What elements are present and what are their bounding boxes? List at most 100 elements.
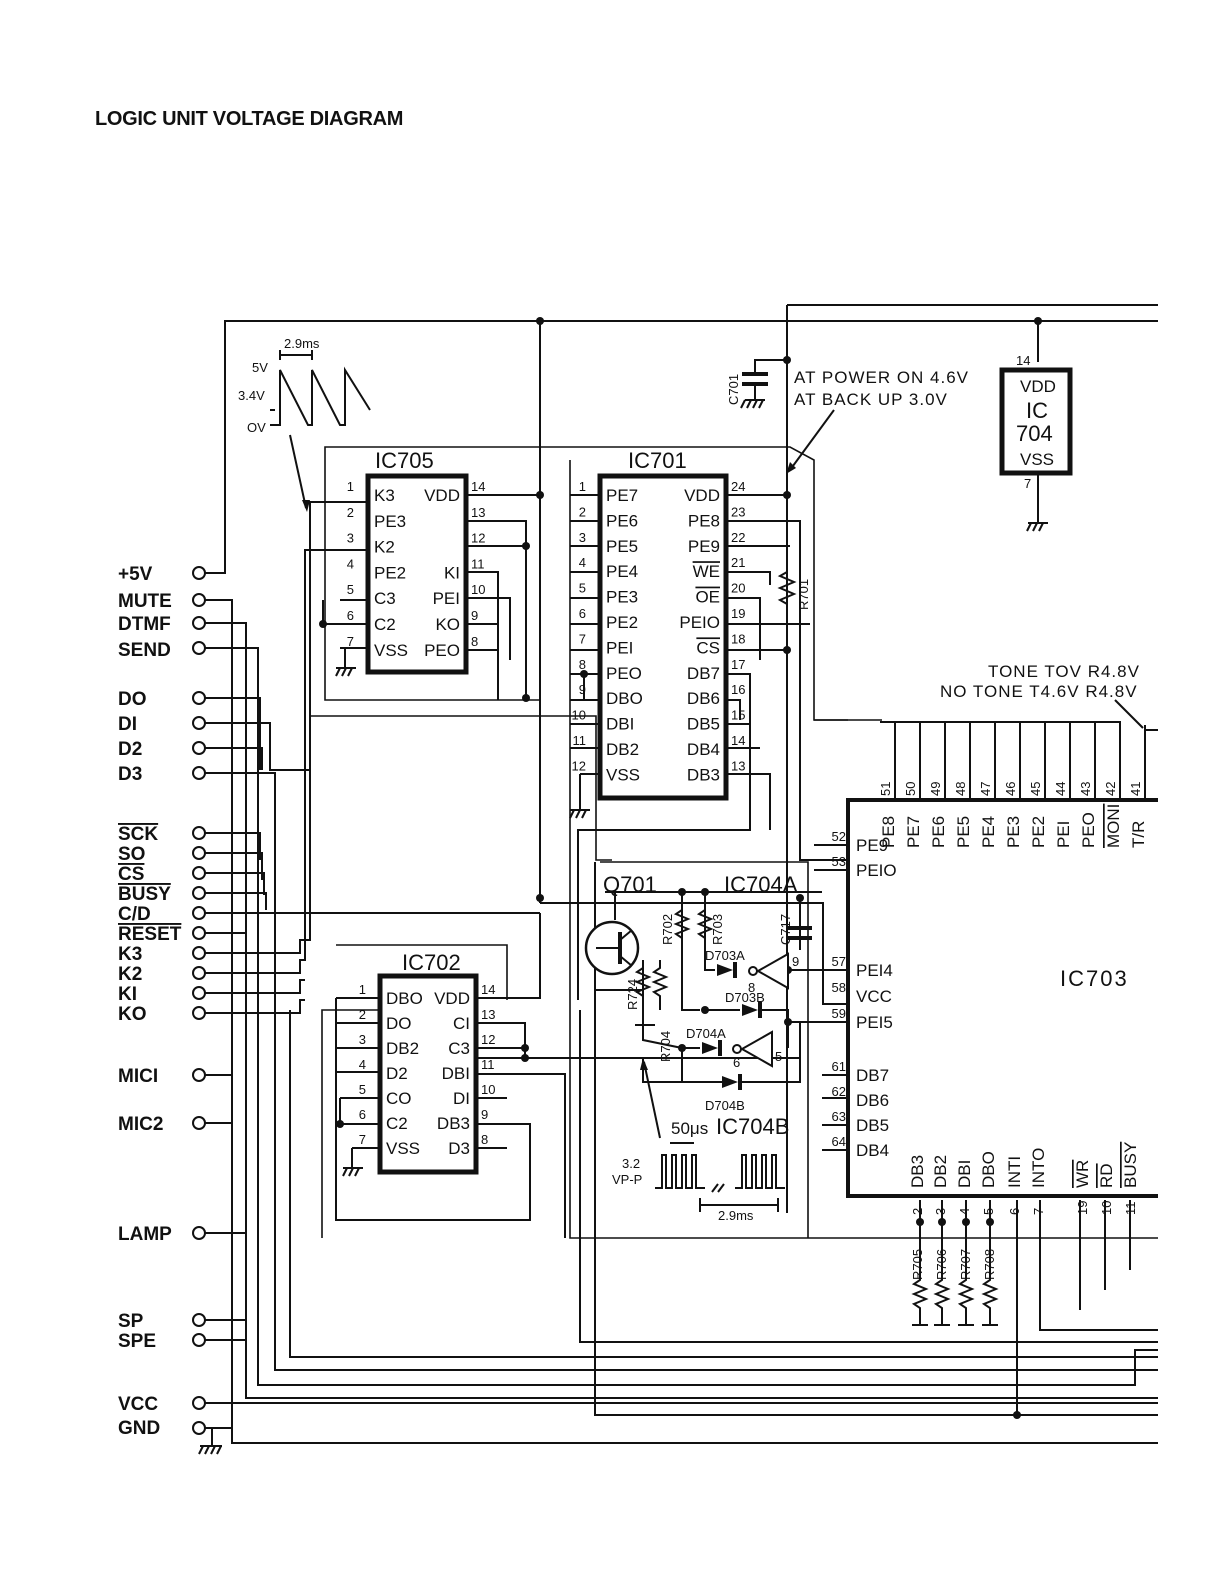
connector-mic2: MIC2 (118, 1114, 206, 1135)
ic705-pin-label: VSS (374, 641, 408, 660)
svg-text:C/D: C/D (118, 904, 151, 925)
ic701-pin-label: PE6 (606, 511, 638, 530)
ic705-pin-label: KI (444, 563, 460, 582)
connector-mute: MUTE (118, 591, 206, 612)
ic702-pin-label: VDD (434, 989, 470, 1008)
ic702-pin-number: 14 (481, 982, 495, 997)
connector-lamp: LAMP (118, 1224, 206, 1245)
ic701-pin-number: 17 (731, 657, 745, 672)
svg-text:K2: K2 (118, 964, 142, 985)
ic702-pin-number: 13 (481, 1007, 495, 1022)
ic705-pin-label: VDD (424, 486, 460, 505)
svg-text:D704B: D704B (705, 1098, 745, 1113)
ic703-pin-label: DB7 (856, 1066, 889, 1085)
ic701-pin-number: 12 (572, 758, 586, 773)
ic701-pin-label: DBI (606, 715, 634, 734)
ic701-pin-label: VSS (606, 765, 640, 784)
ground-symbols (335, 399, 764, 1177)
ic703-pin-label: DB4 (856, 1141, 889, 1160)
ic702-pin-label: CO (386, 1089, 412, 1108)
svg-text:SEND: SEND (118, 640, 171, 661)
svg-text:Q701: Q701 (603, 872, 657, 897)
ic701-pin-label: OE (695, 588, 720, 607)
ic701-pin-label: PEI (606, 638, 633, 657)
ic705-pin-number: 9 (471, 608, 478, 623)
svg-text:8: 8 (748, 980, 755, 995)
ic703-pin-label: PE8 (879, 816, 898, 848)
ic702-pin-number: 3 (359, 1032, 366, 1047)
svg-text:2.9ms: 2.9ms (718, 1208, 754, 1223)
r705-resistor: R705 (910, 1249, 929, 1326)
connector-reset: RESET (118, 924, 206, 945)
ic703-pin-label: PE2 (1029, 816, 1048, 848)
q701-transistor: Q701 (584, 872, 657, 976)
ic703-pin-label: RD (1097, 1163, 1116, 1188)
ic705-pin-label: KO (435, 615, 460, 634)
connector-list: +5V MUTE DTMF SEND DO DI D2 D3 SCK SO CS… (118, 564, 222, 1455)
ic703-pin-number: 19 (1075, 1201, 1090, 1215)
svg-text:IC701: IC701 (628, 448, 687, 473)
svg-text:AT POWER ON 4.6V: AT POWER ON 4.6V (794, 368, 969, 387)
ic702-pin-number: 1 (359, 982, 366, 997)
ic701-pin-label: DBO (606, 689, 643, 708)
ic703-pin-number: 52 (832, 829, 846, 844)
svg-text:KO: KO (118, 1004, 147, 1025)
ic705-pin-number: 5 (347, 582, 354, 597)
ic705-pin-number: 6 (347, 608, 354, 623)
ic701-pin-number: 15 (731, 708, 745, 723)
connector-gnd: GND (118, 1418, 206, 1439)
ic701-pin-label: PE3 (606, 588, 638, 607)
svg-text:R706: R706 (934, 1249, 949, 1280)
ic701-pin-label: PE5 (606, 537, 638, 556)
ic701-pin-number: 2 (579, 504, 586, 519)
ic702-pin-label: CI (453, 1014, 470, 1033)
connector-+5v: +5V (118, 564, 206, 585)
ic703-pin-number: 41 (1128, 782, 1143, 796)
svg-text:IC704B: IC704B (716, 1114, 789, 1139)
ic703-pin-number: 59 (832, 1006, 846, 1021)
ic701-pin-number: 9 (579, 682, 586, 697)
svg-text:RESET: RESET (118, 924, 182, 945)
ic701-pin-label: DB3 (687, 765, 720, 784)
svg-text:704: 704 (1016, 421, 1053, 446)
ic702-pin-label: DI (453, 1089, 470, 1108)
ic703-pin-label: PEI4 (856, 961, 893, 980)
svg-text:VDD: VDD (1020, 377, 1056, 396)
ic701-pin-label: DB2 (606, 740, 639, 759)
connector-so: SO (118, 844, 206, 865)
svg-text:AT BACK UP 3.0V: AT BACK UP 3.0V (794, 390, 948, 409)
svg-text:K3: K3 (118, 944, 142, 965)
connector-d3: D3 (118, 764, 206, 785)
ic703-pin-number: 44 (1053, 782, 1068, 796)
ic701-pin-label: PE8 (688, 511, 720, 530)
ic702-pin-number: 5 (359, 1082, 366, 1097)
ic705-pin-number: 11 (471, 556, 485, 571)
svg-text:NO TONE T4.6V R4.8V: NO TONE T4.6V R4.8V (940, 682, 1138, 701)
r724-resistor: R724 (625, 960, 655, 1026)
ic702-pin-number: 10 (481, 1082, 495, 1097)
ic703-pin-label: PE3 (1004, 816, 1023, 848)
d703a-diode: D703A (705, 948, 745, 978)
ic702-pin-number: 8 (481, 1132, 488, 1147)
ic702-pin-label: DBI (442, 1064, 470, 1083)
c701-capacitor: C701 (726, 359, 787, 405)
ic705-pin-number: 7 (347, 634, 354, 649)
svg-text:CS: CS (118, 864, 144, 885)
r703-resistor: R703 (696, 900, 725, 945)
ic704b-inverter: 5 6 IC704B (716, 1030, 789, 1139)
ic703-pin-number: 47 (978, 782, 993, 796)
ic703-pin-label: INTO (1029, 1148, 1048, 1188)
ic701-pin-number: 5 (579, 581, 586, 596)
ic701-pin-number: 3 (579, 530, 586, 545)
r706-resistor: R706 (933, 1249, 951, 1326)
connector-busy: BUSY (118, 884, 206, 905)
ic703-pin-number: 58 (832, 980, 846, 995)
svg-text:VP-P: VP-P (612, 1172, 642, 1187)
ic703-pin-label: DB3 (908, 1155, 927, 1188)
ic705-pin-label: PEO (424, 641, 460, 660)
r708-resistor: R708 (981, 1249, 999, 1326)
ic705-pin-label: C2 (374, 615, 396, 634)
